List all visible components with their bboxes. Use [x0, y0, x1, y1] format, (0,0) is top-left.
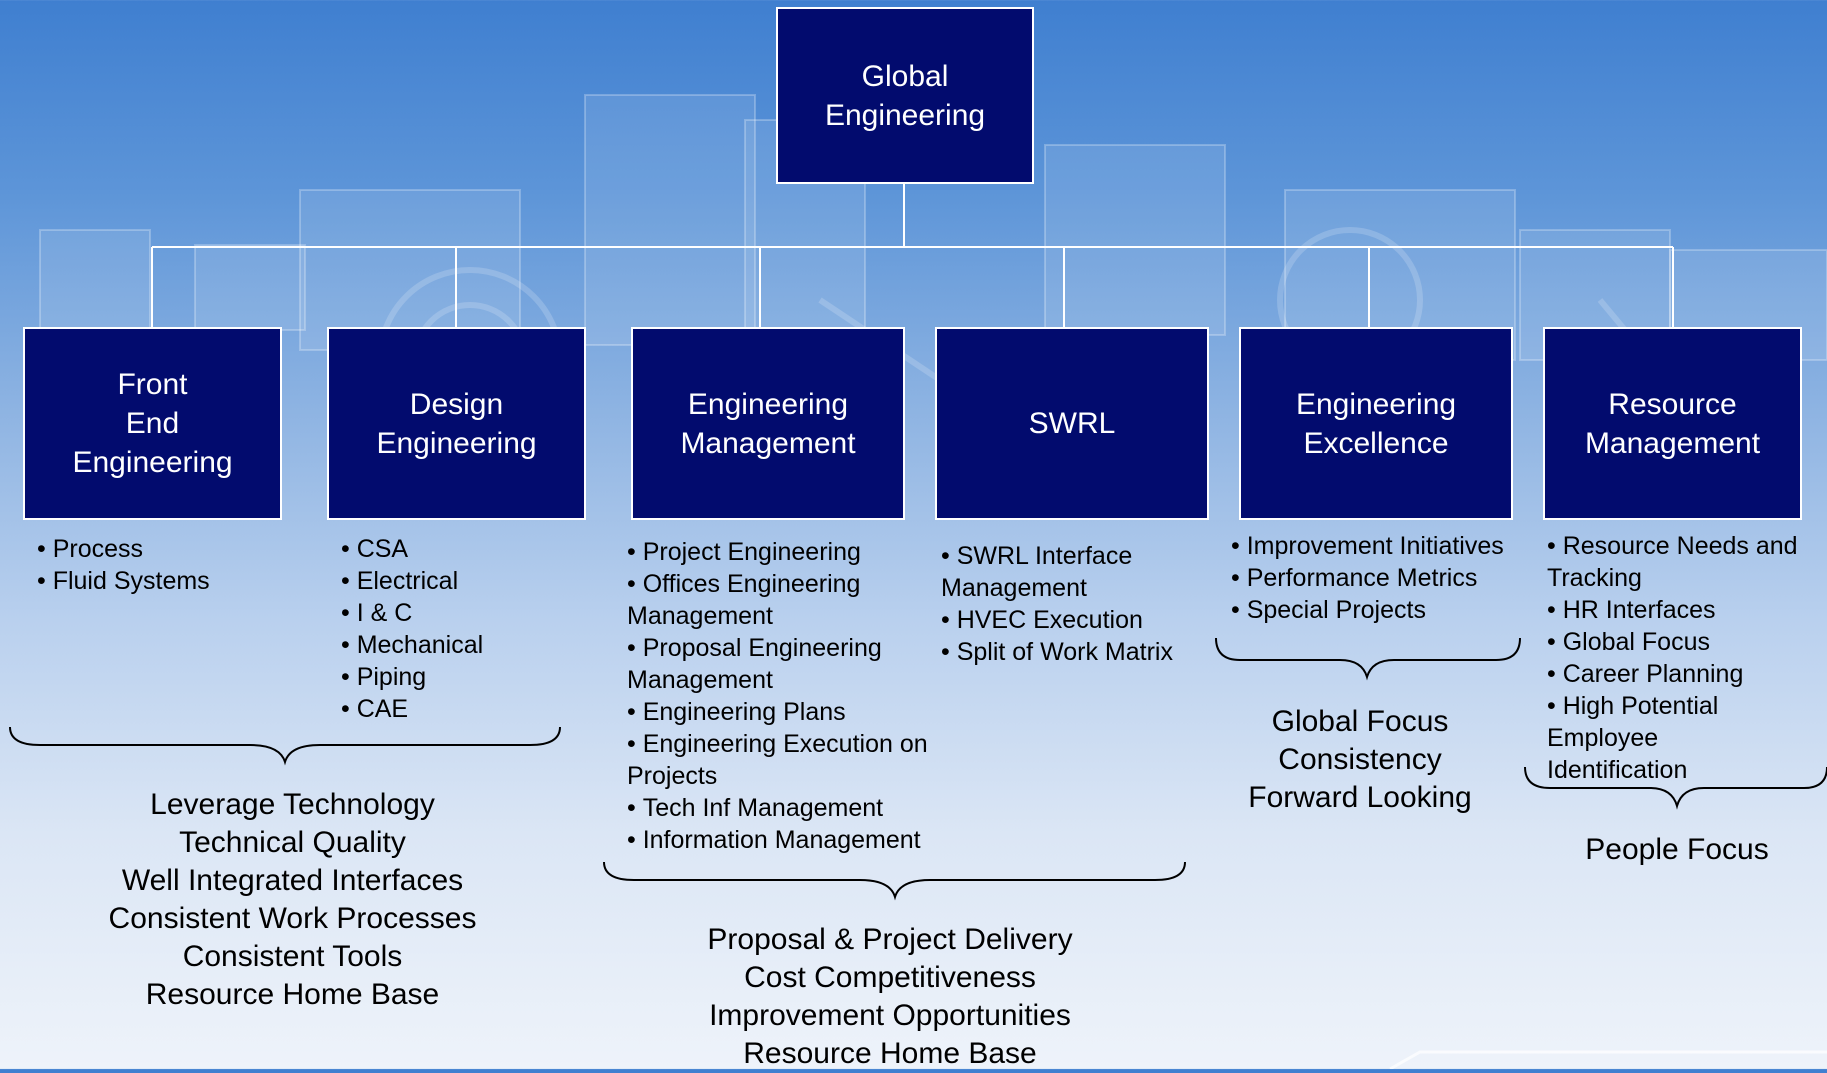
brace-front-end [9, 726, 561, 766]
bullets-resource-management: Resource Needs and Tracking HR Interface… [1547, 530, 1825, 786]
bullets-swrl: SWRL Interface Management HVEC Execution… [941, 540, 1206, 668]
dept-box-resource-management: Resource Management [1543, 327, 1802, 520]
list-item: Process [37, 533, 287, 565]
summary-line: Well Integrated Interfaces [121, 864, 464, 897]
list-item: Tech Inf Management [627, 792, 957, 824]
summary-line: Resource Home Base [145, 978, 440, 1011]
list-item: Engineering Execution on Projects [627, 728, 957, 792]
summary-front-end-engineering: Leverage Technology Technical Quality We… [45, 786, 540, 1014]
list-item: CAE [341, 693, 591, 725]
list-item: High Potential Employee Identification [1547, 690, 1797, 786]
list-item: Fluid Systems [37, 565, 287, 597]
summary-line: Consistent Tools [182, 940, 403, 973]
list-item: Special Projects [1231, 594, 1531, 626]
summary-line: Proposal & Project Delivery [707, 923, 1073, 956]
summary-line: Improvement Opportunities [709, 999, 1071, 1032]
summary-line: Forward Looking [1248, 781, 1472, 814]
root-box-global-engineering: Global Engineering [776, 7, 1034, 184]
summary-line: Resource Home Base [743, 1037, 1037, 1070]
list-item: Split of Work Matrix [941, 636, 1206, 668]
bullets-engineering-excellence: Improvement Initiatives Performance Metr… [1231, 530, 1531, 626]
list-item: Project Engineering [627, 536, 957, 568]
summary-line: Technical Quality [179, 826, 406, 859]
bullets-engineering-management: Project Engineering Offices Engineering … [627, 536, 957, 856]
list-item: Performance Metrics [1231, 562, 1531, 594]
dept-box-design-engineering: Design Engineering [327, 327, 586, 520]
brace-engineering-excellence [1215, 637, 1521, 681]
org-connectors [151, 183, 1674, 328]
dept-box-engineering-management: Engineering Management [631, 327, 905, 520]
list-item: CSA [341, 533, 591, 565]
list-item: HVEC Execution [941, 604, 1206, 636]
bullets-design-engineering: CSA Electrical I & C Mechanical Piping C… [341, 533, 591, 725]
list-item: Global Focus [1547, 626, 1825, 658]
list-item: Offices Engineering Management [627, 568, 892, 632]
dept-box-front-end-engineering: Front End Engineering [23, 327, 282, 520]
list-item: Improvement Initiatives [1231, 530, 1531, 562]
summary-engineering-excellence: Global Focus Consistency Forward Looking [1210, 703, 1510, 817]
list-item: SWRL Interface Management [941, 540, 1161, 604]
summary-line: Global Focus [1271, 705, 1449, 738]
summary-line: Consistency [1278, 743, 1442, 776]
list-item: Proposal Engineering Management [627, 632, 917, 696]
summary-engineering-management: Proposal & Project Delivery Cost Competi… [640, 921, 1140, 1073]
list-item: HR Interfaces [1547, 594, 1825, 626]
bullets-front-end-engineering: Process Fluid Systems [37, 533, 287, 597]
list-item: I & C [341, 597, 591, 629]
summary-line: Cost Competitiveness [744, 961, 1036, 994]
list-item: Resource Needs and Tracking [1547, 530, 1825, 594]
list-item: Electrical [341, 565, 591, 597]
summary-line: Consistent Work Processes [108, 902, 477, 935]
dept-box-engineering-excellence: Engineering Excellence [1239, 327, 1513, 520]
list-item: Piping [341, 661, 591, 693]
list-item: Engineering Plans [627, 696, 957, 728]
list-item: Career Planning [1547, 658, 1825, 690]
summary-line: Leverage Technology [150, 788, 435, 821]
summary-resource-management: People Focus [1527, 831, 1827, 869]
summary-line: People Focus [1585, 833, 1769, 866]
brace-engineering-management [603, 861, 1186, 901]
list-item: Mechanical [341, 629, 591, 661]
list-item: Information Management [627, 824, 957, 856]
dept-box-swrl: SWRL [935, 327, 1209, 520]
